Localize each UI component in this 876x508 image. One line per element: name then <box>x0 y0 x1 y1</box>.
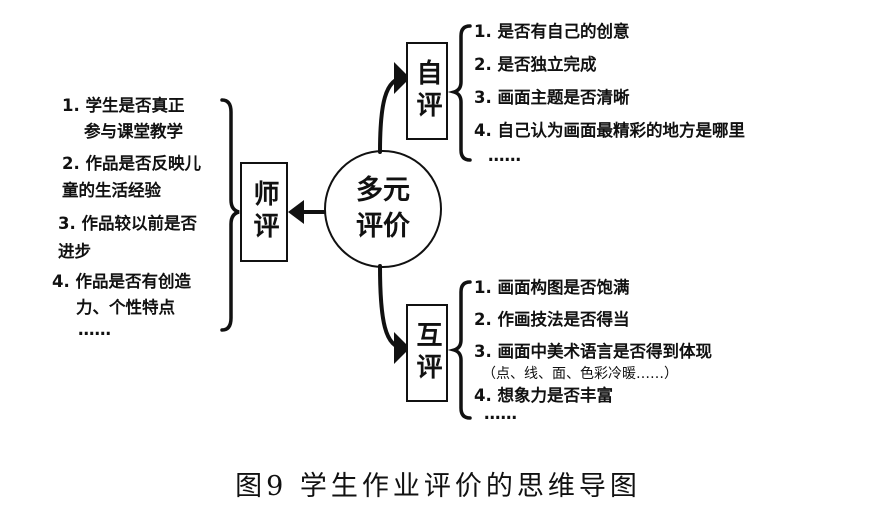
peer-eval-label: 互评 <box>412 321 442 385</box>
self-eval-label: 自评 <box>412 59 442 123</box>
arrowhead-teacher-eval <box>288 200 304 224</box>
figure-caption: 图9 学生作业评价的思维导图 <box>235 471 641 502</box>
teacher-eval-box: 师评 <box>240 162 288 262</box>
self-eval-item-4: 4. 自己认为画面最精彩的地方是哪里 <box>474 121 745 140</box>
teacher-eval-item-1b: 参与课堂教学 <box>84 122 183 141</box>
connector-to-self-eval <box>378 76 406 154</box>
teacher-eval-item-3b: 进步 <box>58 242 91 261</box>
teacher-eval-item-2b: 童的生活经验 <box>62 181 161 200</box>
self-eval-item-1: 1. 是否有自己的创意 <box>474 22 630 41</box>
teacher-eval-item-ellipsis: …… <box>78 320 111 339</box>
brace-peer-eval <box>447 280 472 420</box>
brace-teacher-eval <box>220 98 240 332</box>
connector-to-peer-eval <box>378 264 406 350</box>
arrowhead-self-eval <box>394 62 410 94</box>
teacher-eval-item-3a: 3. 作品较以前是否 <box>58 214 197 233</box>
peer-eval-item-2: 2. 作画技法是否得当 <box>474 310 630 329</box>
peer-eval-item-4: 4. 想象力是否丰富 <box>474 386 613 405</box>
arrowhead-peer-eval <box>394 332 410 364</box>
teacher-eval-label: 师评 <box>249 180 279 244</box>
brace-self-eval <box>447 24 472 162</box>
peer-eval-item-1: 1. 画面构图是否饱满 <box>474 278 630 297</box>
center-line-1: 多元 <box>356 175 410 206</box>
self-eval-item-2: 2. 是否独立完成 <box>474 55 597 74</box>
self-eval-item-3: 3. 画面主题是否清晰 <box>474 88 630 107</box>
peer-eval-item-3: 3. 画面中美术语言是否得到体现 <box>474 342 712 361</box>
self-eval-box: 自评 <box>406 42 448 140</box>
peer-eval-box: 互评 <box>406 304 448 402</box>
teacher-eval-item-2a: 2. 作品是否反映儿 <box>62 154 201 173</box>
center-node: 多元 评价 <box>324 150 442 268</box>
peer-eval-item-3-note: （点、线、面、色彩冷暖……） <box>482 366 678 382</box>
self-eval-item-ellipsis: …… <box>488 146 521 165</box>
teacher-eval-item-1a: 1. 学生是否真正 <box>62 96 185 115</box>
teacher-eval-item-4b: 力、个性特点 <box>76 298 175 317</box>
peer-eval-item-ellipsis: …… <box>484 404 517 423</box>
teacher-eval-item-4a: 4. 作品是否有创造 <box>52 272 191 291</box>
center-line-2: 评价 <box>356 211 410 242</box>
